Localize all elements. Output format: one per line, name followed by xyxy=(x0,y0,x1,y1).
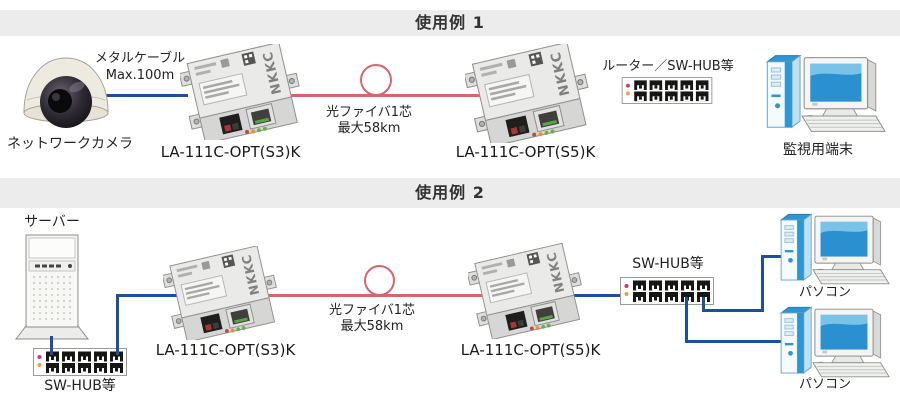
media-converter-s5-example1 xyxy=(465,44,593,143)
pc-top-label: パソコン xyxy=(798,285,851,300)
metal-cable-label-line2: Max.100m xyxy=(105,68,175,83)
fiber-label-line1-example1: 光ファイバ1芯 xyxy=(325,105,412,120)
ethernet-cable-to-pc2-v xyxy=(685,297,688,343)
ethernet-cable-to-pc1-port xyxy=(702,297,705,312)
router-hub-label-example1: ルーター／SW-HUB等 xyxy=(602,59,734,74)
switching-hub-right-example2 xyxy=(620,277,714,305)
router-hub-example1 xyxy=(620,77,714,104)
hub-right-label-example2: SW-HUB等 xyxy=(632,256,704,272)
ethernet-cable-to-pc1-mid xyxy=(702,309,764,312)
server-label: サーバー xyxy=(24,214,80,230)
ethernet-cable-to-pc1-h xyxy=(761,255,789,258)
converter-s5-label-example2: LA-111C-OPT(S5)K xyxy=(460,341,601,359)
network-camera-label: ネットワークカメラ xyxy=(7,136,133,152)
ethernet-cable-converter-to-hub xyxy=(556,294,642,297)
hub-left-label-example2: SW-HUB等 xyxy=(44,378,116,394)
example2-header: 使用例 2 xyxy=(0,178,900,208)
fiber-loop-example2 xyxy=(364,265,395,296)
pc-top xyxy=(768,212,890,288)
ethernet-cable-to-pc1-v xyxy=(761,255,764,312)
example1-header: 使用例 1 xyxy=(0,10,900,36)
server xyxy=(14,233,90,341)
fiber-label-line1-example2: 光ファイバ1芯 xyxy=(328,303,415,318)
fiber-label-line2-example2: 最大58km xyxy=(340,319,404,334)
converter-s3-label-example2: LA-111C-OPT(S3)K xyxy=(155,341,296,359)
monitoring-terminal-pc xyxy=(753,48,886,141)
fiber-label-line2-example1: 最大58km xyxy=(337,121,401,136)
ethernet-cable-camera-to-converter xyxy=(96,94,188,97)
converter-s5-label-example1: LA-111C-OPT(S5)K xyxy=(455,143,596,161)
switching-hub-left-example2 xyxy=(33,348,127,376)
ethernet-cable-hub-to-converter-h xyxy=(116,294,178,297)
ethernet-cable-server-to-hub xyxy=(50,336,53,355)
ethernet-cable-hub-to-converter-v xyxy=(116,294,119,355)
media-converter-s3-example2 xyxy=(163,246,281,340)
media-converter-s3-example1 xyxy=(180,44,304,140)
pc-bottom xyxy=(768,305,890,381)
converter-s3-label-example1: LA-111C-OPT(S3)K xyxy=(160,143,301,161)
monitoring-terminal-label: 監視用端末 xyxy=(783,142,853,158)
metal-cable-label-line1: メタルケーブル xyxy=(94,51,186,66)
pc-bottom-label: パソコン xyxy=(798,377,851,392)
network-camera xyxy=(20,50,112,136)
ethernet-cable-to-pc2-h xyxy=(685,340,785,343)
fiber-loop-example1 xyxy=(360,64,392,96)
media-converter-s5-example2 xyxy=(468,242,586,339)
fiber-cable-example1 xyxy=(268,94,516,97)
